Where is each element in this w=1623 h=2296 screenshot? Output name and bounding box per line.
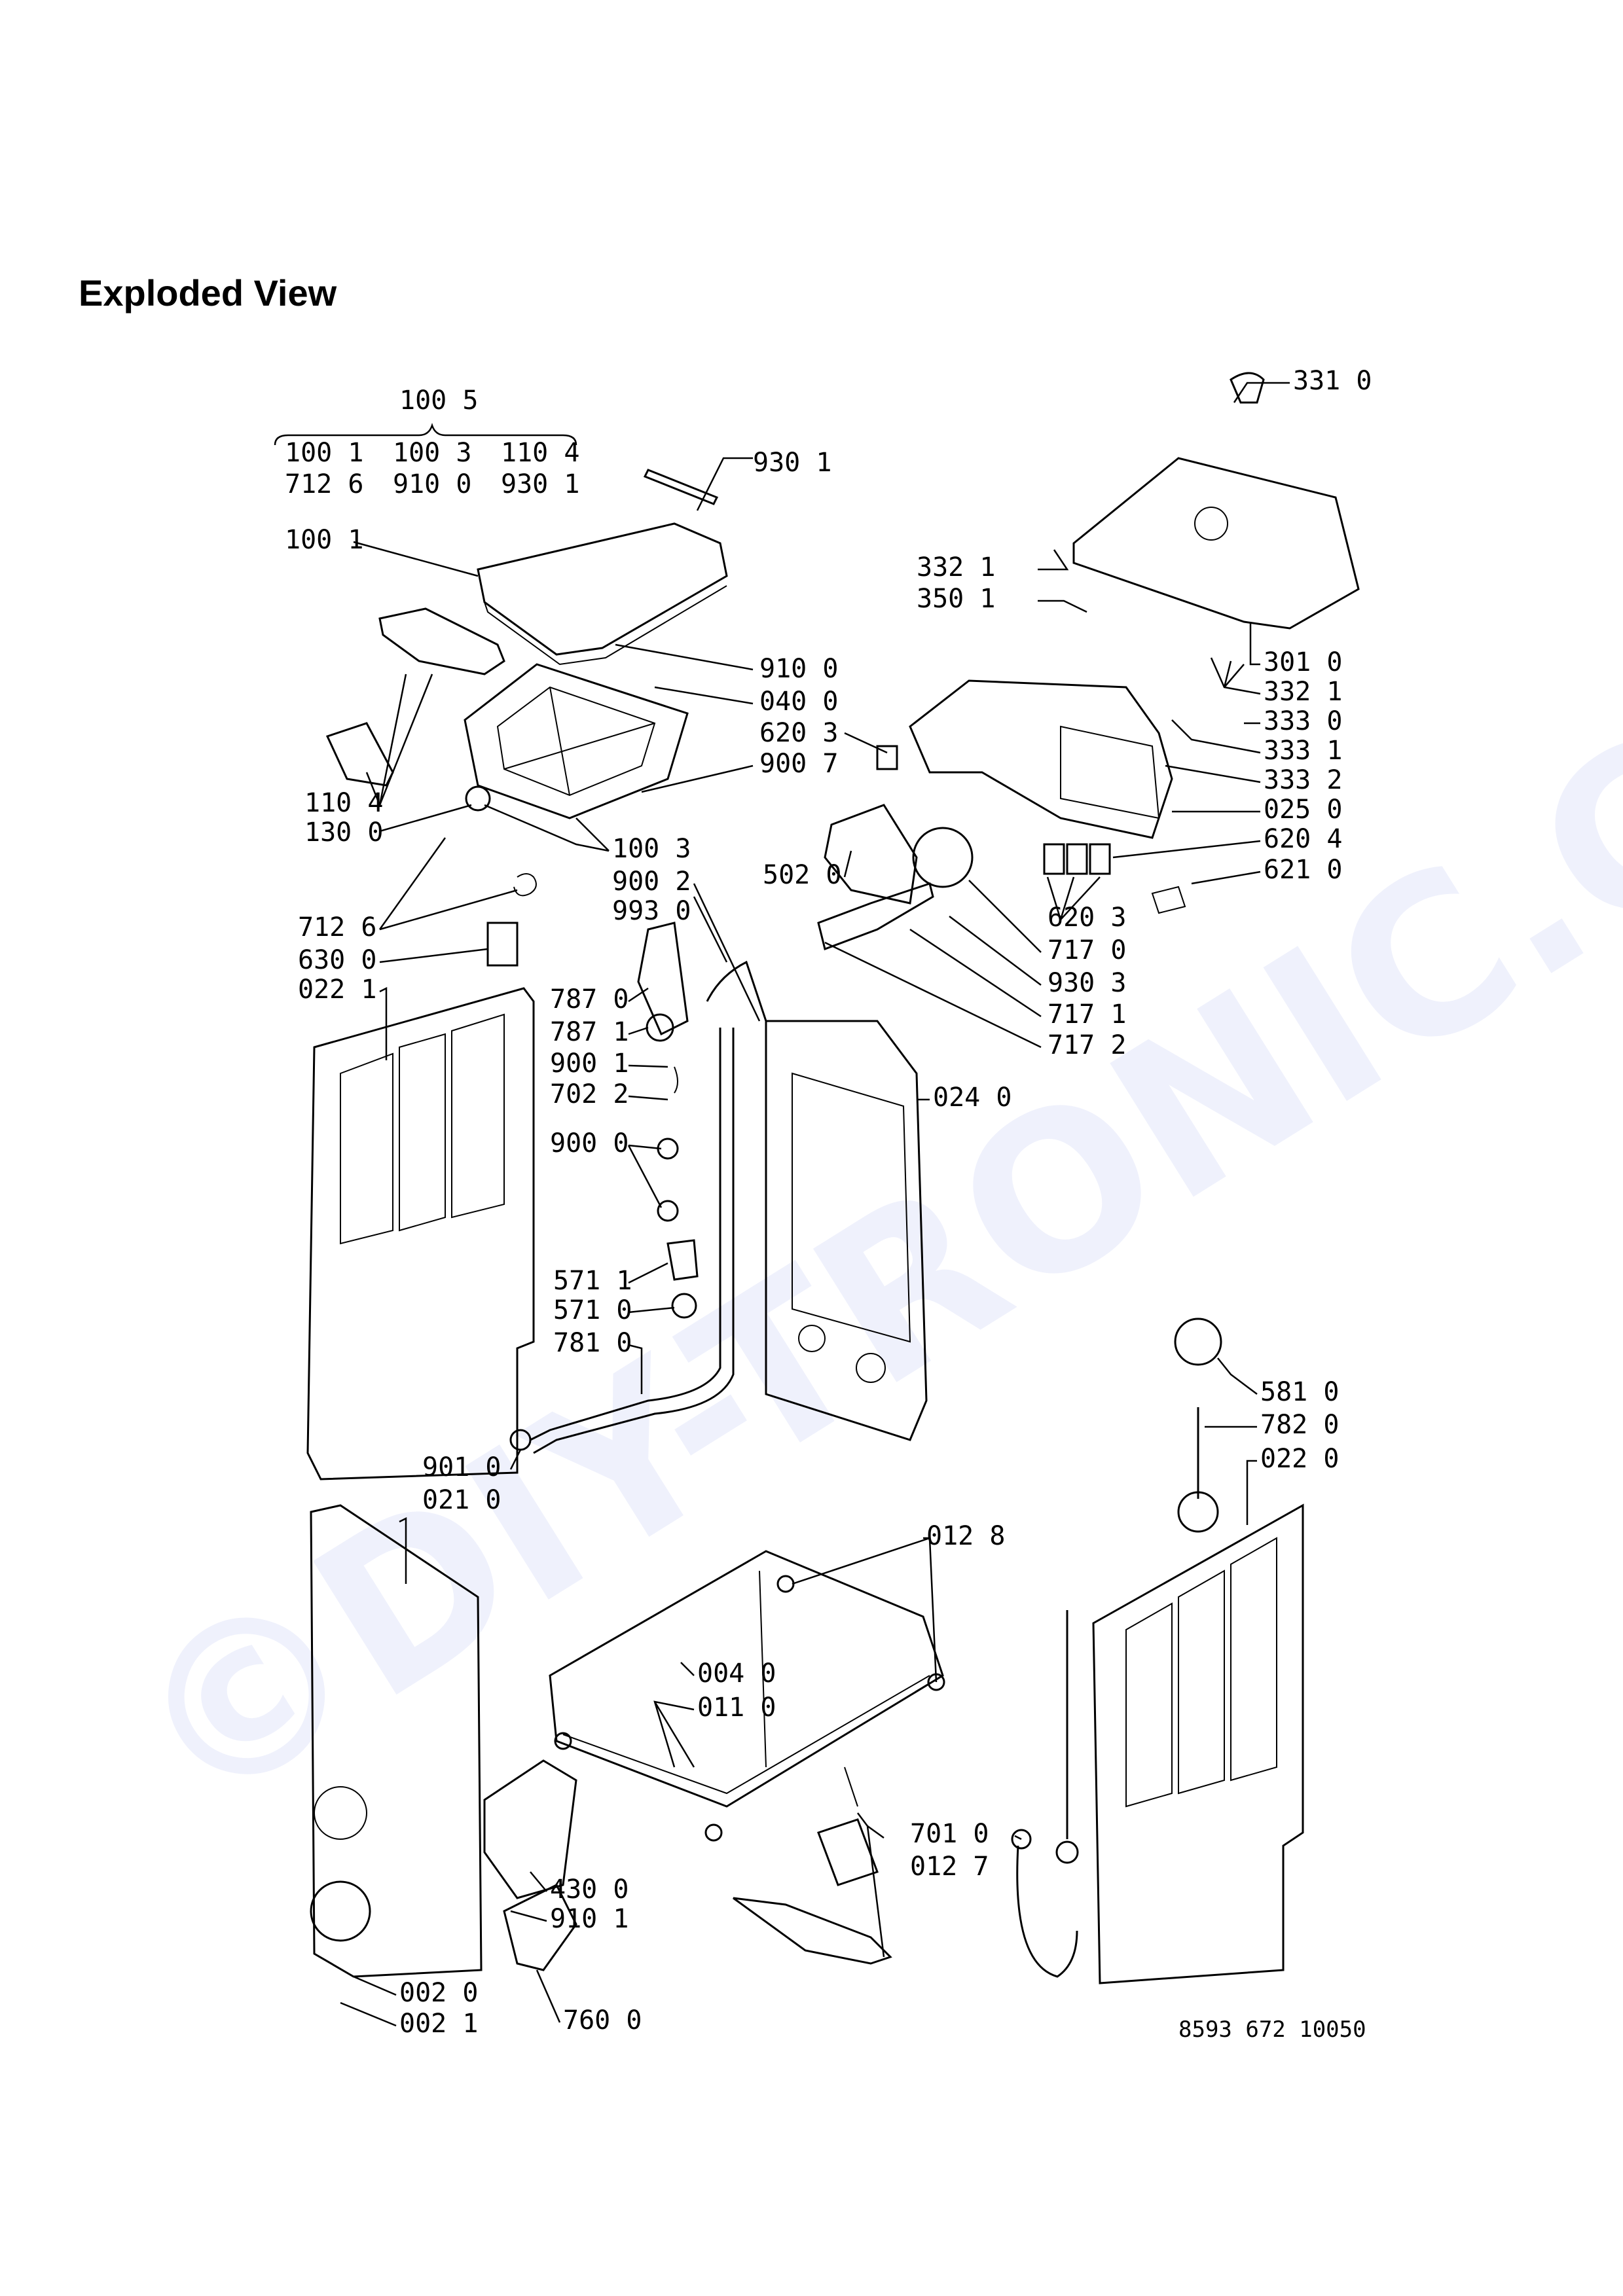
kit-item-label: 110 4 (501, 438, 579, 468)
page-title: Exploded View (79, 272, 337, 314)
callout-910-1: 910 1 (550, 1904, 629, 1934)
callout-901-0: 901 0 (422, 1452, 501, 1482)
kit-item-label: 930 1 (501, 469, 579, 499)
callout-011-0: 011 0 (697, 1693, 776, 1723)
callout-100-1: 100 1 (285, 525, 363, 555)
callout-900-2: 900 2 (612, 867, 691, 897)
callout-787-1: 787 1 (550, 1017, 629, 1047)
callout-350-1: 350 1 (917, 584, 995, 614)
callout-130-0: 130 0 (304, 817, 383, 848)
callout-701-0: 701 0 (910, 1819, 989, 1849)
callout-332-1: 332 1 (917, 552, 995, 583)
callout-621-0: 621 0 (1264, 855, 1342, 885)
callout-782-0: 782 0 (1260, 1410, 1339, 1440)
callout-022-0: 022 0 (1260, 1444, 1339, 1474)
callout-002-0: 002 0 (399, 1978, 478, 2008)
callout-021-0: 021 0 (422, 1485, 501, 1515)
callout-620-4: 620 4 (1264, 824, 1342, 854)
callout-900-7: 900 7 (759, 749, 838, 779)
callout-100-3: 100 3 (612, 834, 691, 864)
callout-993-0: 993 0 (612, 896, 691, 926)
callout-620-3: 620 3 (1048, 903, 1126, 933)
callout-581-0: 581 0 (1260, 1377, 1339, 1407)
callout-022-1: 022 1 (298, 975, 376, 1005)
callout-502-0: 502 0 (763, 860, 841, 890)
callout-004-0: 004 0 (697, 1659, 776, 1689)
callout-930-3: 930 3 (1048, 968, 1126, 998)
kit-header-label: 100 5 (399, 386, 478, 416)
callout-301-0: 301 0 (1264, 647, 1342, 677)
part-callouts: 930 1 100 1 910 0 040 0 620 3 900 7 110 … (285, 366, 1372, 2039)
kit-item-label: 712 6 (285, 469, 363, 499)
callout-930-1: 930 1 (753, 448, 831, 478)
callout-910-0: 910 0 (759, 654, 838, 684)
callout-717-1: 717 1 (1048, 999, 1126, 1030)
callout-760-0: 760 0 (563, 2005, 642, 2036)
callout-012-7: 012 7 (910, 1852, 989, 1882)
callout-717-0: 717 0 (1048, 935, 1126, 965)
callout-702-2: 702 2 (550, 1079, 629, 1109)
callout-571-1: 571 1 (553, 1266, 632, 1296)
callout-900-1: 900 1 (550, 1049, 629, 1079)
callout-110-4: 110 4 (304, 788, 383, 818)
callout-040-0: 040 0 (759, 687, 838, 717)
kit-item-label: 910 0 (393, 469, 471, 499)
leader-lines (274, 382, 1290, 2027)
kit-item-label: 100 1 (285, 438, 363, 468)
callout-781-0: 781 0 (553, 1328, 632, 1358)
callout-333-0: 333 0 (1264, 706, 1342, 736)
callout-717-2: 717 2 (1048, 1030, 1126, 1060)
callout-024-0: 024 0 (933, 1083, 1012, 1113)
callout-787-0: 787 0 (550, 984, 629, 1014)
callout-002-1: 002 1 (399, 2009, 478, 2039)
callout-900-0: 900 0 (550, 1128, 629, 1158)
callout-571-0: 571 0 (553, 1295, 632, 1325)
callout-331-0: 331 0 (1293, 366, 1372, 396)
callout-430-0: 430 0 (550, 1874, 629, 1905)
callout-025-0: 025 0 (1264, 795, 1342, 825)
callout-333-2: 333 2 (1264, 765, 1342, 795)
callout-620-3: 620 3 (759, 718, 838, 748)
callout-012-8: 012 8 (926, 1521, 1005, 1551)
callout-630-0: 630 0 (298, 945, 376, 975)
callout-712-6: 712 6 (298, 912, 376, 942)
kit-group: 100 5 100 1 100 3 110 4 712 6 910 0 930 … (285, 386, 579, 499)
callout-333-1: 333 1 (1264, 736, 1342, 766)
callout-332-1: 332 1 (1264, 677, 1342, 707)
kit-item-label: 100 3 (393, 438, 471, 468)
drawing-number: 8593 672 10050 (1178, 2017, 1366, 2043)
